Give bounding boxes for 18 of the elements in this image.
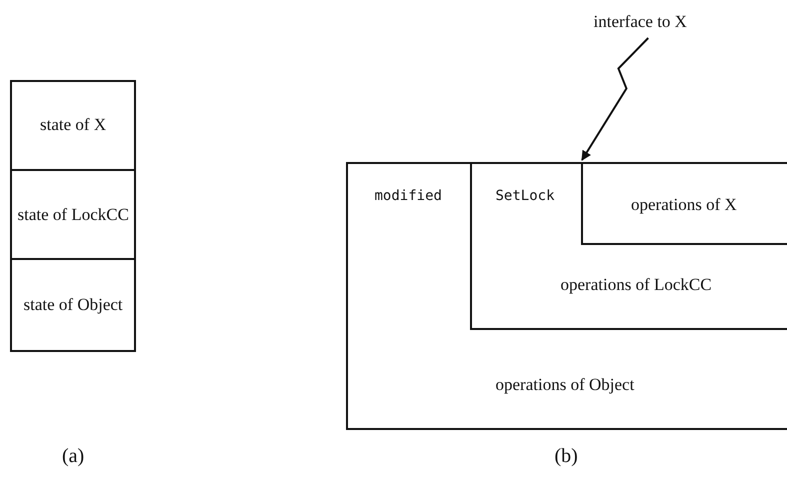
operation-label: modified [374, 188, 442, 204]
operations-label: operations of Object [496, 375, 634, 395]
layer-box [10, 258, 136, 352]
operations-box [581, 162, 787, 245]
operation-label: SetLock [496, 188, 555, 204]
operations-label: operations of LockCC [560, 275, 712, 295]
state-label: state of LockCC [18, 205, 129, 225]
operations-label: operations of X [631, 195, 737, 215]
operations-box [470, 162, 787, 330]
panel-label: (a) [62, 444, 84, 468]
callout-label: interface to X [594, 12, 687, 32]
lightning-arrow [581, 37, 649, 161]
operations-box [346, 162, 787, 430]
state-label: state of Object [24, 295, 123, 315]
layer-box [10, 169, 136, 260]
layer-box [10, 80, 136, 171]
panel-label: (b) [554, 444, 578, 468]
state-label: state of X [40, 115, 106, 135]
